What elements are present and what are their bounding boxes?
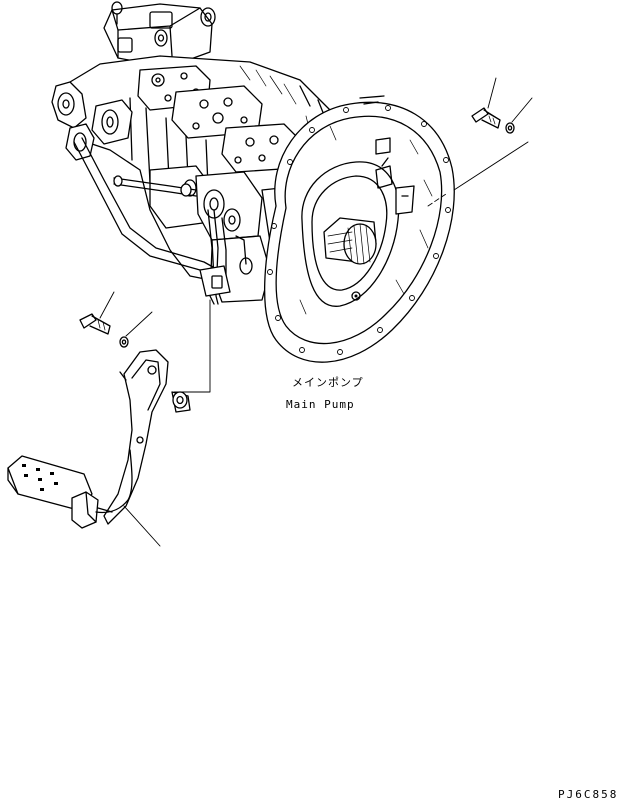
washer-lower-left xyxy=(119,336,129,348)
bolt-lower-left xyxy=(79,313,111,335)
pedal-bracket xyxy=(7,349,191,529)
main-pump-label-japanese: メインポンプ xyxy=(292,376,364,389)
main-pump-label-english: Main Pump xyxy=(286,398,355,411)
pilot-hose-assembly xyxy=(73,137,247,305)
washer-upper-right xyxy=(505,122,515,134)
leader-lines xyxy=(99,77,533,547)
hose-leader-line xyxy=(173,299,211,393)
pump-mounting-flange xyxy=(264,95,455,363)
drawing-code: PJ6C858 xyxy=(558,788,619,801)
bolt-upper-right xyxy=(471,107,501,129)
